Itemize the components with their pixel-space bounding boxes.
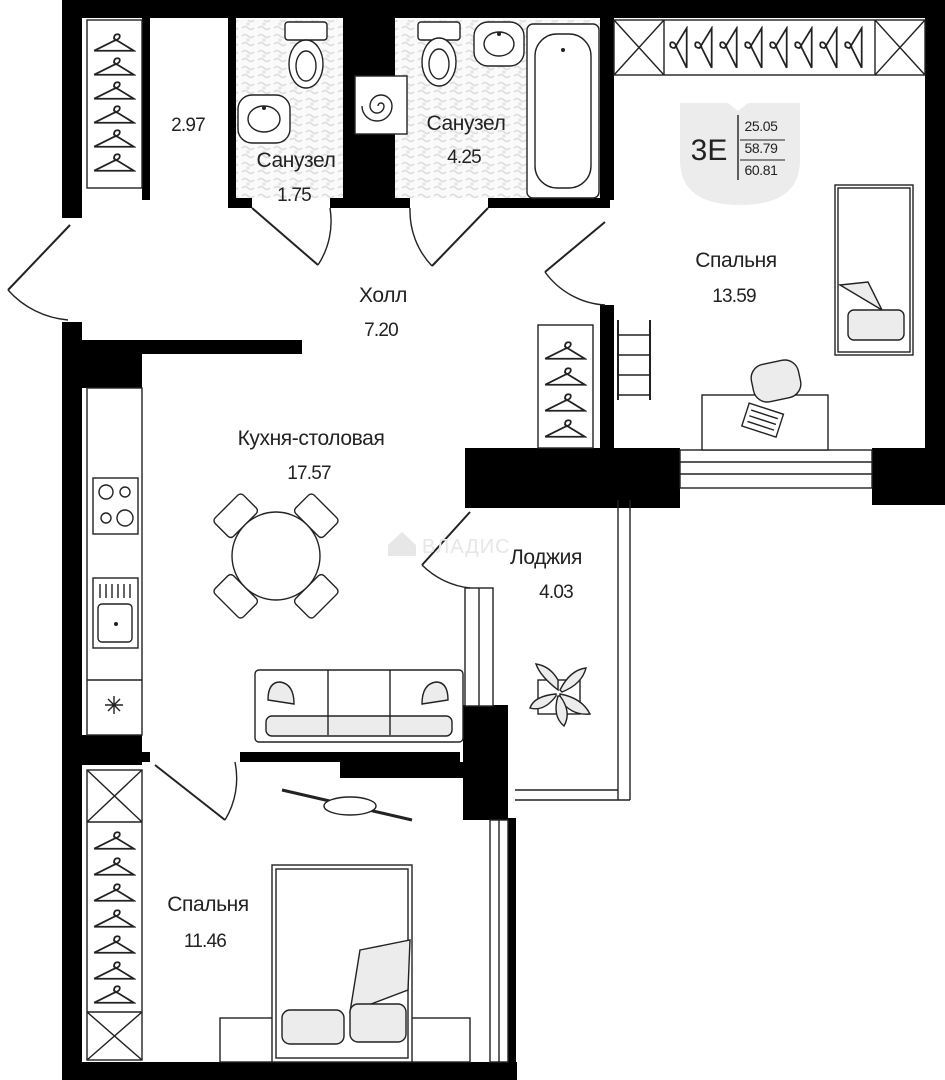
sink-icon	[237, 94, 291, 144]
chair-icon	[750, 359, 802, 403]
hall-area: 7.20	[364, 320, 398, 341]
apartment-type: 3E	[691, 134, 728, 167]
windows	[464, 449, 873, 1063]
bedroom-bottom-name: Спальня	[167, 893, 249, 916]
bath-large-name: Санузел	[426, 112, 505, 135]
bathtub-icon	[526, 23, 600, 199]
loggia-name: Лоджия	[510, 546, 582, 569]
total-area: 58.79	[744, 140, 778, 156]
kitchen-area: 17.57	[287, 463, 331, 484]
watermark-text: ВЛАДИС	[422, 536, 511, 558]
house-logo-icon	[388, 532, 416, 556]
living-area: 25.05	[744, 118, 778, 134]
stove-icon	[92, 477, 139, 535]
watermark: ВЛАДИС	[388, 532, 511, 558]
bath-small-area: 1.75	[277, 185, 311, 206]
plant-icon	[529, 663, 592, 728]
bedroom-top-name: Спальня	[695, 249, 777, 272]
total-area-with-loggia: 60.81	[744, 162, 778, 178]
hall-name: Холл	[359, 284, 407, 307]
boiler-icon	[354, 75, 408, 135]
wardrobe-bedroom-bottom	[86, 769, 143, 1061]
bath-small-name: Санузел	[256, 149, 335, 172]
loggia-area: 4.03	[539, 582, 573, 603]
kitchen-counter	[86, 387, 143, 736]
ladder-icon	[617, 320, 651, 400]
bath-large-area: 4.25	[447, 147, 481, 168]
room-labels: 2.97 Санузел 1.75 Санузел 4.25 Спальня 1…	[167, 112, 777, 952]
bedroom-bottom-area: 11.46	[184, 931, 226, 952]
laptop-icon	[740, 402, 785, 438]
bed-icon	[834, 184, 914, 356]
kitchen-name: Кухня-столовая	[238, 427, 385, 450]
kitchen-sink-icon	[92, 577, 139, 649]
toilet-icon	[417, 21, 461, 87]
bed-icon	[219, 864, 471, 1063]
wardrobe-hall	[537, 324, 594, 449]
sofa-icon	[254, 669, 464, 743]
dining-table-icon	[213, 493, 339, 619]
walls	[62, 0, 945, 1080]
wardrobe-storage	[86, 19, 143, 189]
apartment-badge: 3E 25.05 58.79 60.81	[680, 103, 800, 205]
toilet-icon	[284, 21, 328, 89]
wardrobe-bedroom-top	[613, 19, 926, 76]
bedroom-top-area: 13.59	[712, 286, 756, 307]
sink-icon	[473, 21, 525, 67]
tv-icon	[281, 788, 413, 822]
storage-area: 2.97	[171, 115, 205, 136]
doors	[7, 207, 606, 821]
fan-icon	[105, 696, 123, 714]
